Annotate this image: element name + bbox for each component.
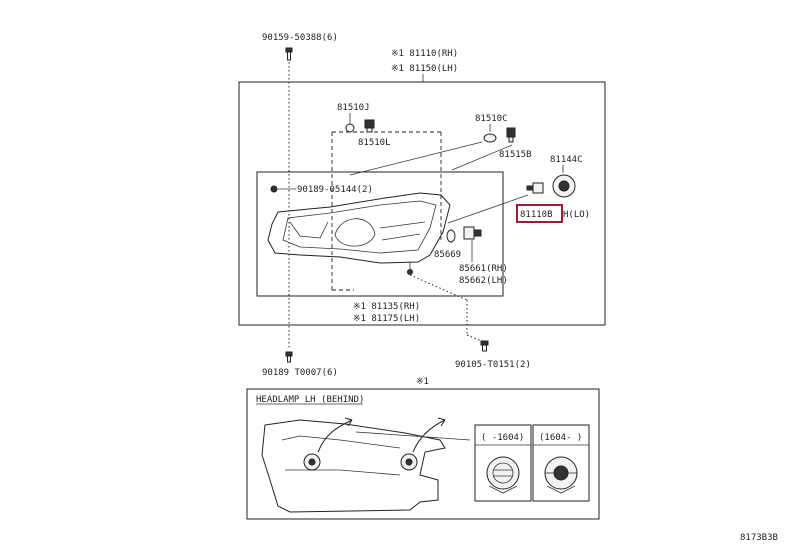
label-bolt-bottom[interactable]: 90189 T0007(6) (262, 368, 338, 378)
label-main-lh[interactable]: ※1 81150(LH) (391, 64, 458, 74)
label-85669[interactable]: 85669 (434, 250, 461, 260)
dust-cap-icon (552, 174, 576, 198)
variant-late-panel (532, 424, 590, 502)
label-range-late[interactable]: (1604- ) (539, 433, 582, 443)
label-lower-rh[interactable]: ※1 81135(RH) (353, 302, 420, 312)
label-note-mark: ※1 (416, 377, 429, 387)
headlamp-panel (256, 171, 504, 297)
part-85669-icon (446, 229, 456, 243)
inset-frame (246, 388, 600, 520)
inset-headlamp-rear (261, 417, 471, 513)
part-85661-icon (463, 226, 482, 240)
headlamp-body (267, 192, 451, 275)
label-clip-j[interactable]: 81510J (337, 103, 370, 113)
assembly-frame (238, 81, 606, 326)
variant-early-panel (474, 424, 532, 502)
label-main-rh[interactable]: ※1 81110(RH) (391, 49, 458, 59)
label-bolt-top[interactable]: 90159-50388(6) (262, 33, 338, 43)
label-clip-l[interactable]: 81510L (358, 138, 391, 148)
label-lower-lh[interactable]: ※1 81175(LH) (353, 314, 420, 324)
diagram-code: 8173B3B (740, 533, 778, 543)
projection-box (331, 131, 442, 291)
bolt-bottom-icon (285, 351, 293, 363)
label-85662[interactable]: 85662(LH) (459, 276, 508, 286)
clip-l-icon (364, 119, 375, 133)
label-bolt-right[interactable]: 90105-T0151(2) (455, 360, 531, 370)
label-cap-c[interactable]: 81144C (550, 155, 583, 165)
label-bulb-suffix[interactable]: H(LO) (563, 210, 590, 220)
inset-title: HEADLAMP LH (BEHIND) (256, 395, 364, 405)
bulb-lo-icon (526, 182, 544, 194)
label-screw-inner[interactable]: 90189-05144(2) (297, 185, 373, 195)
highlight-box (516, 204, 563, 223)
label-socket-b[interactable]: 81515B (499, 150, 532, 160)
label-range-early[interactable]: ( -1604) (481, 433, 524, 443)
label-bulb-highlight[interactable]: 81110B (520, 210, 553, 220)
bolt-top-icon (285, 47, 293, 61)
label-85661[interactable]: 85661(RH) (459, 264, 508, 274)
socket-b-icon (506, 127, 516, 143)
screw-inner-icon (270, 185, 278, 193)
bolt-right-icon (480, 340, 489, 352)
label-bulb-c[interactable]: 81510C (475, 114, 508, 124)
bulb-c-icon (483, 133, 497, 143)
clip-j-icon (345, 123, 355, 133)
